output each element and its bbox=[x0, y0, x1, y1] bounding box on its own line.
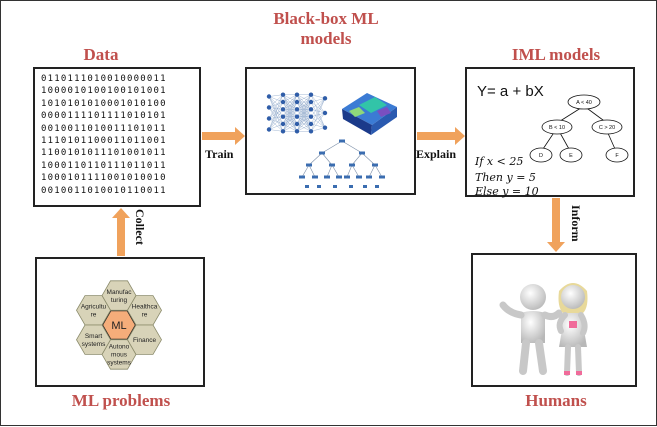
hexagon-label-bottom-3: systems bbox=[107, 360, 132, 367]
tree-node-left: B < 10 bbox=[549, 125, 565, 131]
linear-formula: Y= a + bX bbox=[477, 83, 544, 100]
rule-line-3: Else y = 10 bbox=[475, 185, 539, 198]
tree-node-root: A < 40 bbox=[576, 100, 592, 106]
train-arrow bbox=[202, 127, 245, 145]
hexagon-label-bottom-2: mous bbox=[111, 352, 128, 359]
tree-leaf-2: E bbox=[569, 153, 573, 159]
data-box: 0110111010010000011 1000010100100101001 … bbox=[33, 67, 201, 207]
hexagon-lower-left bbox=[76, 324, 111, 355]
collect-arrow bbox=[112, 208, 130, 256]
rule-line-1: If x < 25 bbox=[475, 155, 524, 168]
explain-arrow bbox=[417, 127, 465, 145]
explain-label: Explain bbox=[416, 147, 457, 161]
hexagon-label-upper-left-1: Agricultu bbox=[81, 304, 107, 311]
problems-title: ML problems bbox=[71, 391, 171, 410]
human-figure-female-icon bbox=[556, 283, 588, 376]
hexagon-lower-right bbox=[127, 324, 162, 355]
blackbox-title-line2: models bbox=[300, 29, 352, 48]
hexagon-label-lower-right: Finance bbox=[133, 337, 157, 344]
blackbox-title-line1: Black-box ML bbox=[273, 9, 379, 28]
iml-decision-tree: A < 40 B < 10 C > 20 D E F bbox=[529, 94, 629, 163]
data-title: Data bbox=[83, 45, 119, 64]
hexagon-label-bottom-1: Autono bbox=[109, 344, 130, 351]
hexagon-label-lower-left-1: Smart bbox=[85, 333, 103, 340]
rule-line-2: Then y = 5 bbox=[475, 171, 536, 184]
humans-title: Humans bbox=[525, 391, 587, 410]
inform-arrow bbox=[547, 198, 565, 252]
surface-plot-icon bbox=[342, 93, 397, 135]
blackbox-illustration bbox=[266, 92, 397, 188]
hexagon-cluster: MLManufacturingAutonomoussystemsAgricult… bbox=[76, 280, 162, 370]
inform-label: Inform bbox=[569, 205, 583, 242]
tree-node-right: C > 20 bbox=[599, 125, 615, 131]
train-label: Train bbox=[205, 147, 234, 161]
tree-leaf-1: D bbox=[539, 153, 543, 159]
collect-label: Collect bbox=[133, 209, 147, 245]
tree-leaf-3: F bbox=[615, 153, 619, 159]
iml-title: IML models bbox=[511, 45, 601, 64]
neural-network-icon bbox=[266, 92, 328, 134]
hexagon-label-top-2: turing bbox=[111, 297, 128, 304]
blackbox-models-box bbox=[245, 67, 416, 195]
humans-illustration bbox=[499, 283, 588, 376]
hexagon-label-lower-left-2: systems bbox=[82, 341, 107, 348]
iml-models-box: Y= a + bX A < 40 B < 10 C > 20 D E bbox=[465, 67, 635, 198]
hexagon-label-upper-left-2: re bbox=[91, 312, 97, 319]
hexagon-label-top-1: Manufac bbox=[107, 289, 133, 296]
hexagon-label-center: ML bbox=[111, 320, 126, 332]
hexagon-label-upper-right-1: Healthca bbox=[132, 304, 158, 311]
binary-data-text: 0110111010010000011 1000010100100101001 … bbox=[41, 74, 167, 196]
hexagon-label-upper-right-2: re bbox=[142, 312, 148, 319]
human-figure-male-icon bbox=[499, 284, 563, 375]
humans-box bbox=[471, 253, 637, 387]
decision-tree-icon bbox=[299, 139, 385, 188]
